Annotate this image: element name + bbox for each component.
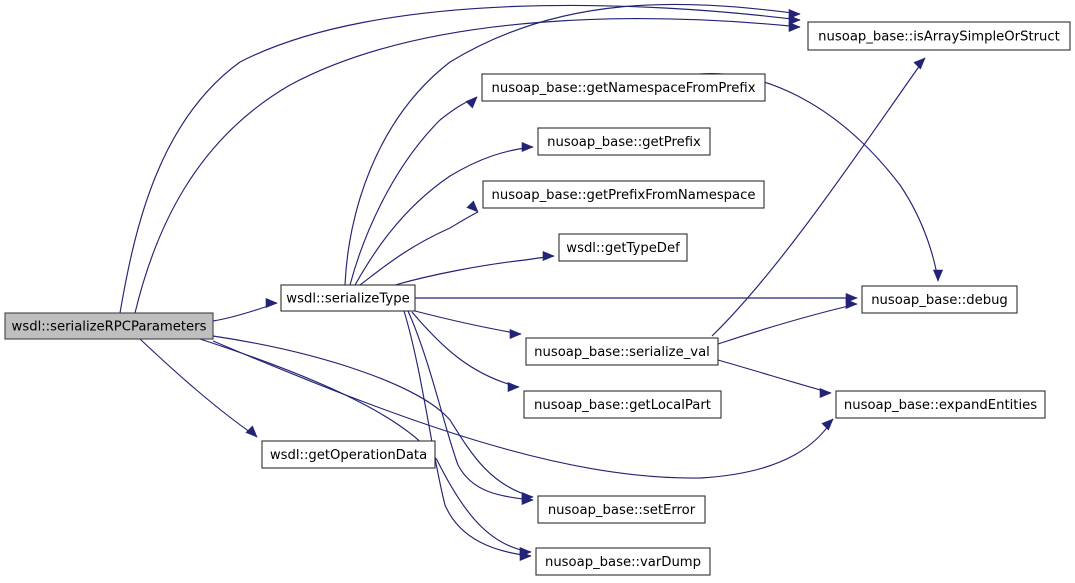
edge-arrowhead (819, 387, 832, 399)
node-label: nusoap_base::debug (871, 293, 1008, 308)
edge-line (212, 335, 534, 498)
edge-line (717, 303, 858, 345)
call-edge (414, 310, 522, 340)
node-box[interactable] (525, 337, 719, 366)
call-edge (359, 200, 479, 286)
edge-line (354, 146, 534, 286)
node-box[interactable] (4, 312, 214, 340)
call-edge (394, 250, 555, 286)
node-label: nusoap_base::setError (548, 503, 696, 518)
node-box[interactable] (535, 547, 711, 576)
call-edge (717, 359, 832, 399)
call-edge (699, 73, 944, 282)
node-label: nusoap_base::expandEntities (844, 398, 1037, 413)
edge-arrowhead (265, 297, 278, 309)
call-edge (344, 3, 801, 286)
edge-line (139, 338, 258, 438)
node-box[interactable] (861, 285, 1018, 314)
edge-line (717, 359, 832, 394)
edge-line (119, 4, 801, 314)
edge-line (414, 310, 522, 335)
node-box[interactable] (835, 390, 1046, 419)
edge-arrowhead (521, 494, 534, 506)
node-box[interactable] (482, 180, 765, 209)
node-box[interactable] (537, 127, 711, 156)
graph-node-getPrefix[interactable]: nusoap_base::getPrefix (537, 127, 711, 156)
node-label: wsdl::getTypeDef (566, 241, 680, 256)
edge-arrowhead (519, 550, 532, 562)
edge-line (359, 211, 479, 286)
node-label: nusoap_base::isArraySimpleOrStruct (818, 30, 1060, 45)
call-edge (411, 311, 520, 393)
node-label: wsdl::getOperationData (270, 448, 427, 463)
call-edge (212, 297, 278, 322)
graph-node-getPrefixFromNamespace[interactable]: nusoap_base::getPrefixFromNamespace (482, 180, 765, 209)
call-edge (711, 57, 926, 337)
node-box[interactable] (558, 233, 688, 262)
edge-arrowhead (245, 425, 258, 438)
node-label: nusoap_base::getPrefixFromNamespace (491, 188, 755, 203)
edge-arrowhead (788, 21, 801, 33)
node-box[interactable] (481, 73, 766, 102)
edge-arrowhead (509, 328, 522, 340)
edge-line (699, 73, 939, 282)
graph-node-getOperationData[interactable]: wsdl::getOperationData (261, 440, 436, 469)
edge-line (411, 311, 520, 388)
edge-line (407, 310, 534, 501)
call-edge (403, 310, 532, 562)
call-edge (717, 298, 858, 345)
call-edge (139, 338, 258, 438)
node-label: nusoap_base::getPrefix (547, 135, 701, 150)
call-edge (354, 141, 534, 286)
call-edge (349, 96, 478, 286)
edge-line (212, 340, 834, 479)
node-layer: wsdl::serializeRPCParameters wsdl::serial… (4, 21, 1071, 576)
edge-arrowhead (542, 250, 555, 262)
edge-arrowhead (845, 298, 858, 310)
node-box[interactable] (261, 440, 436, 469)
graph-node-serializeType[interactable]: wsdl::serializeType (280, 284, 416, 312)
node-box[interactable] (807, 21, 1071, 51)
call-edge (119, 4, 801, 314)
edge-line (349, 96, 478, 286)
graph-node-expandEntities[interactable]: nusoap_base::expandEntities (835, 390, 1046, 419)
graph-node-getTypeDef[interactable]: wsdl::getTypeDef (558, 233, 688, 262)
graph-node-getLocalPart[interactable]: nusoap_base::getLocalPart (523, 390, 722, 419)
node-box[interactable] (537, 495, 706, 524)
edge-line (134, 18, 801, 314)
edge-arrowhead (521, 141, 534, 153)
edge-arrowhead (465, 96, 478, 109)
call-edge (415, 292, 858, 304)
edge-arrowhead (466, 200, 479, 213)
edge-line (403, 310, 532, 557)
edge-arrowhead (507, 381, 520, 393)
node-label: wsdl::serializeType (286, 292, 409, 307)
node-label: nusoap_base::getNamespaceFromPrefix (491, 81, 755, 96)
node-label: wsdl::serializeRPCParameters (12, 320, 207, 335)
graph-node-debug[interactable]: nusoap_base::debug (861, 285, 1018, 314)
edge-layer (119, 3, 944, 562)
edge-line (711, 57, 926, 337)
graph-node-serialize_val[interactable]: nusoap_base::serialize_val (525, 337, 719, 366)
node-label: nusoap_base::varDump (545, 555, 701, 570)
edge-line (394, 255, 555, 286)
node-label: nusoap_base::serialize_val (534, 345, 710, 360)
call-edge (134, 18, 801, 314)
node-label: nusoap_base::getLocalPart (534, 398, 711, 413)
edge-arrowhead (788, 8, 801, 20)
call-edge (407, 310, 534, 506)
graph-node-getNamespaceFromPrefix[interactable]: nusoap_base::getNamespaceFromPrefix (481, 73, 766, 102)
edge-line (344, 3, 801, 286)
node-box[interactable] (280, 284, 416, 312)
edge-arrowhead (913, 57, 926, 70)
graph-node-setError[interactable]: nusoap_base::setError (537, 495, 706, 524)
graph-node-varDump[interactable]: nusoap_base::varDump (535, 547, 711, 576)
call-edge (212, 340, 834, 479)
graph-node-serializeRPCParameters[interactable]: wsdl::serializeRPCParameters (4, 312, 214, 340)
edge-arrowhead (932, 269, 944, 282)
edge-arrowhead (821, 418, 834, 431)
node-box[interactable] (523, 390, 722, 419)
graph-node-isArraySimpleOrStruct[interactable]: nusoap_base::isArraySimpleOrStruct (807, 21, 1071, 51)
